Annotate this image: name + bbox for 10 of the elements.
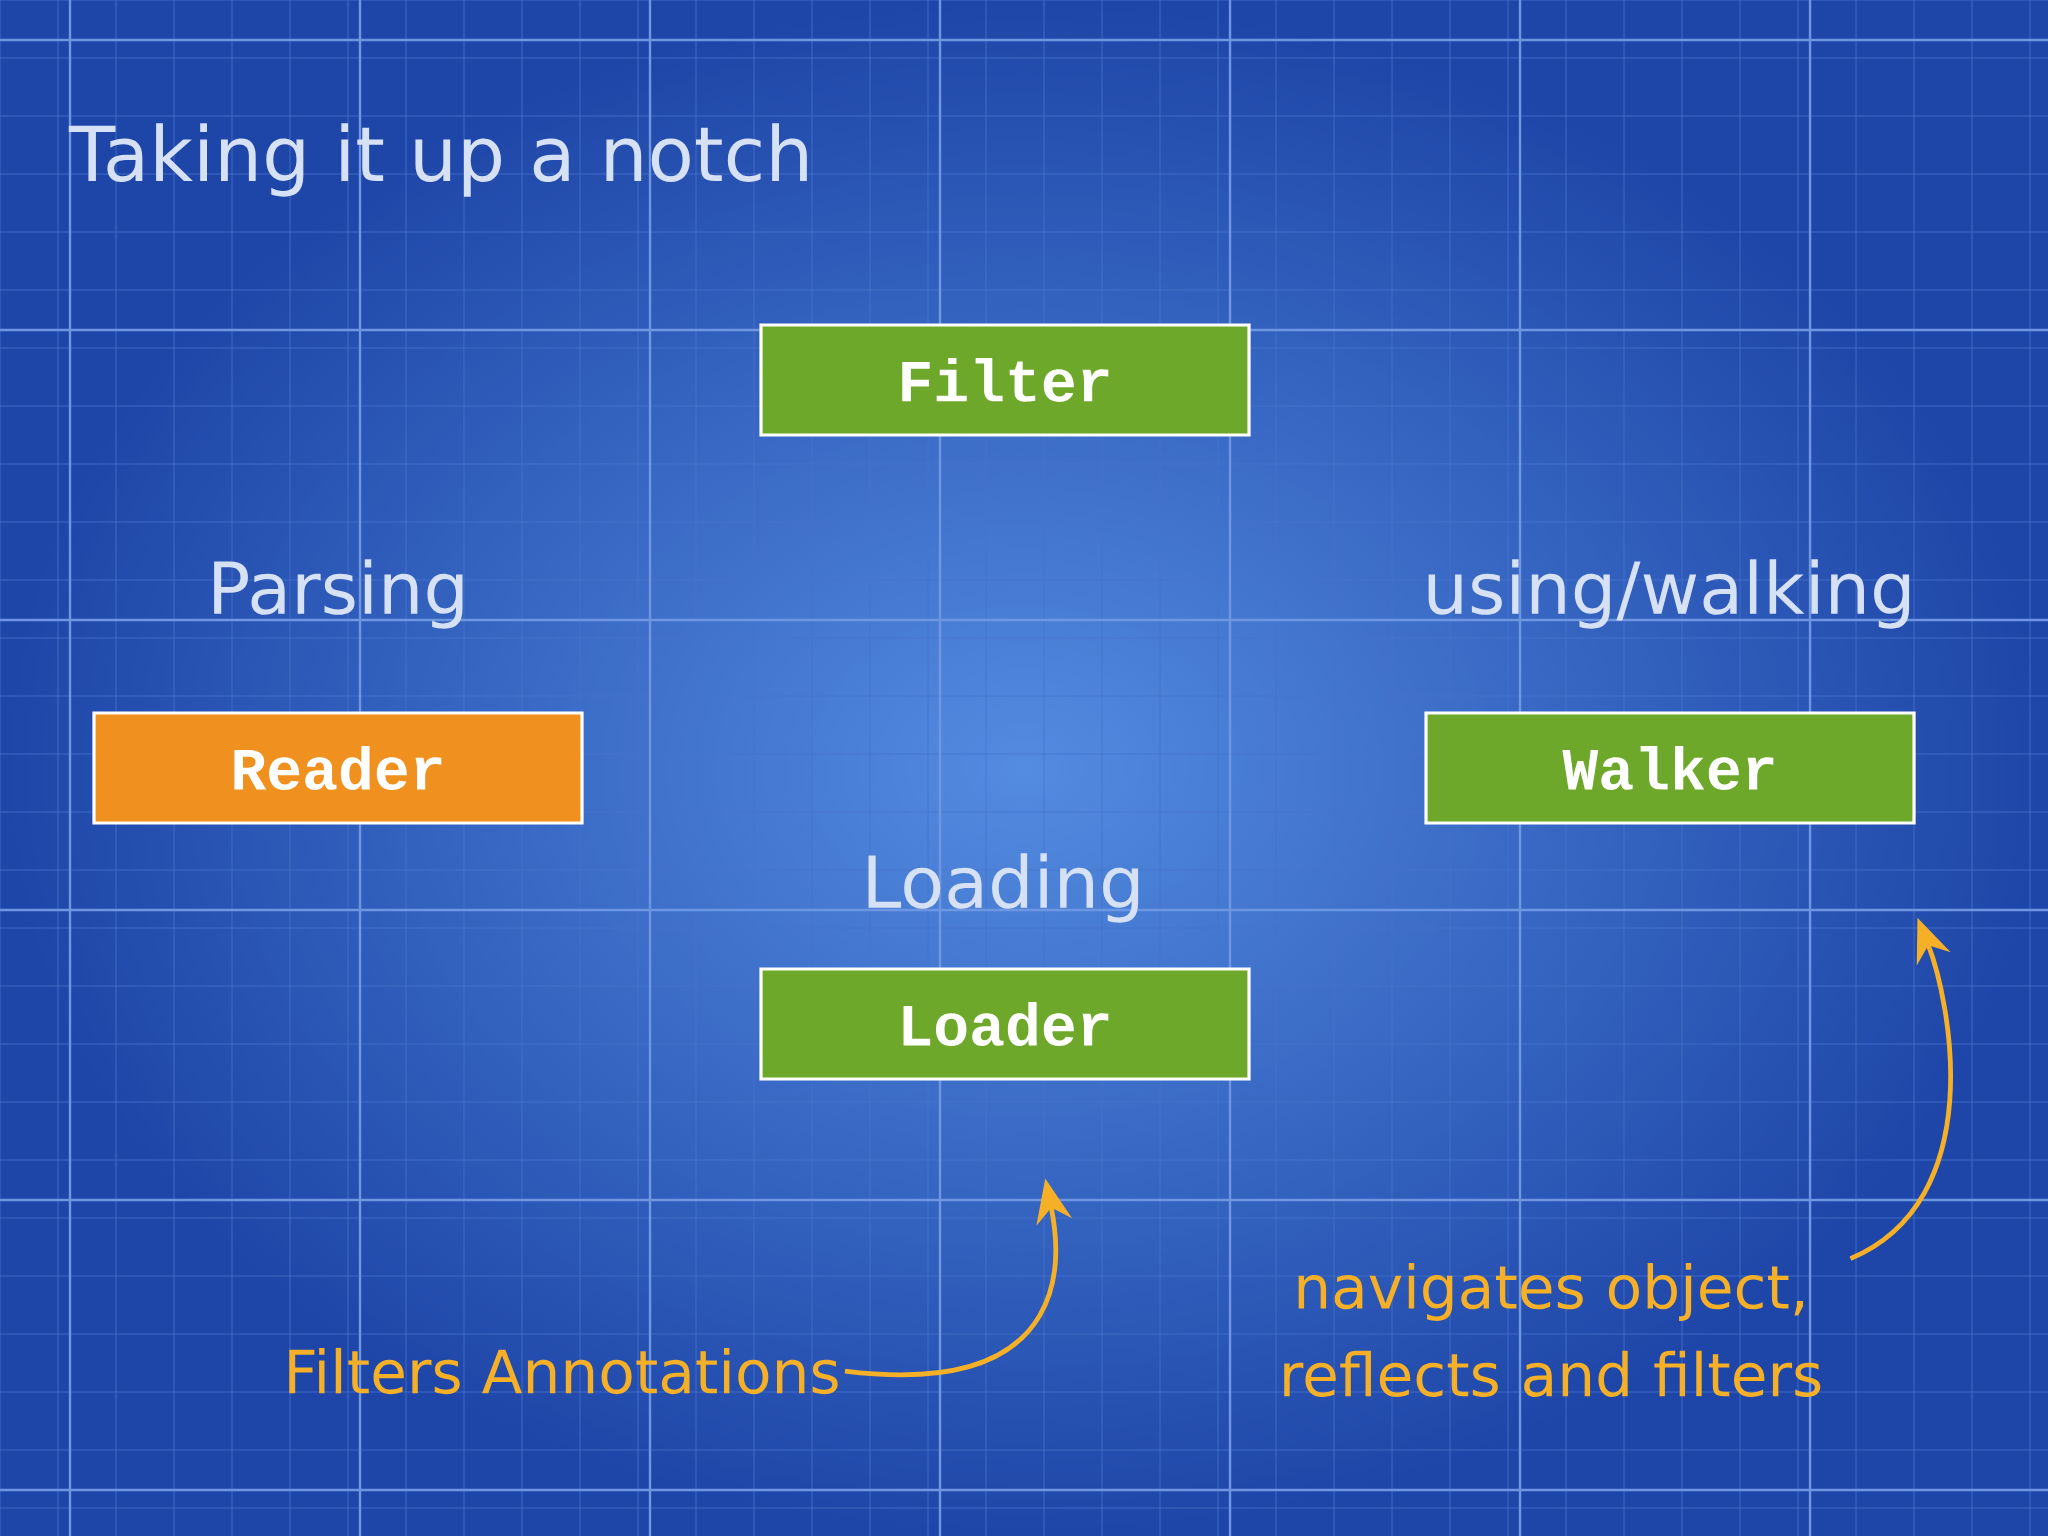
annotation-text: Filters Annotations — [289, 1347, 838, 1395]
box-heading: Loading — [868, 853, 1139, 923]
box-heading: using/walking — [1428, 559, 1910, 629]
process-box: Walker — [1424, 711, 1916, 825]
annotation-text: navigates object, reflects and filters — [1284, 1263, 1821, 1397]
slide-title: Taking it up a notch — [68, 123, 807, 197]
process-box: Reader — [92, 711, 584, 825]
process-box: Loader — [759, 967, 1251, 1081]
box-heading: Parsing — [214, 559, 463, 629]
process-box: Filter — [759, 323, 1251, 437]
